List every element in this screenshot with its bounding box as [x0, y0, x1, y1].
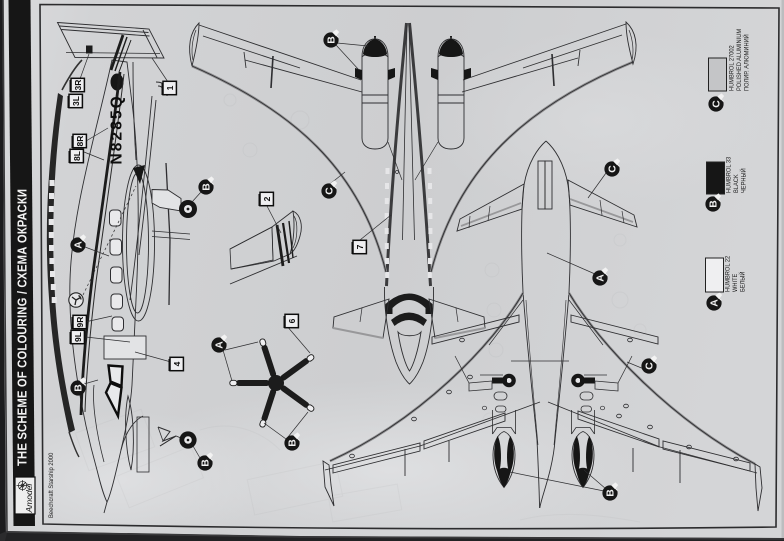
svg-text:C: C	[607, 165, 618, 173]
svg-text:6: 6	[287, 318, 297, 323]
svg-text:B: B	[73, 384, 84, 392]
svg-text:A: A	[595, 274, 606, 282]
svg-text:B: B	[605, 489, 616, 497]
svg-text:WHITE: WHITE	[732, 274, 740, 292]
svg-text:N8285Q: N8285Q	[109, 94, 126, 164]
svg-text:8R: 8R	[75, 136, 85, 147]
svg-text:POLISHED ALUMINIUM: POLISHED ALUMINIUM	[736, 29, 744, 91]
svg-text:4: 4	[172, 361, 182, 366]
svg-text:3R: 3R	[73, 80, 83, 91]
svg-text:B: B	[200, 459, 211, 467]
svg-text:8L: 8L	[72, 151, 82, 161]
svg-text:7: 7	[355, 244, 365, 249]
svg-text:BLACK: BLACK	[733, 174, 741, 193]
svg-text:9R: 9R	[75, 317, 85, 328]
svg-text:Amodel: Amodel	[24, 483, 34, 514]
svg-text:1: 1	[165, 85, 175, 90]
svg-text:9L: 9L	[73, 332, 83, 342]
svg-text:3L: 3L	[71, 96, 81, 106]
svg-text:HUMBROL 22: HUMBROL 22	[724, 255, 732, 292]
svg-text:HUMBROL 27002: HUMBROL 27002	[728, 45, 736, 91]
svg-text:HUMBROL 33: HUMBROL 33	[725, 156, 733, 193]
svg-text:2: 2	[262, 196, 272, 201]
svg-text:Beechcraft Starship 2000: Beechcraft Starship 2000	[48, 452, 55, 518]
svg-text:A: A	[709, 299, 720, 307]
svg-text:БЕЛЫЙ: БЕЛЫЙ	[737, 272, 747, 292]
svg-text:B: B	[326, 36, 337, 44]
svg-text:C: C	[324, 187, 335, 195]
svg-text:ПОЛИР. АЛЮМИНИЙ: ПОЛИР. АЛЮМИНИЙ	[741, 34, 751, 91]
svg-text:THE SCHEME OF COLOURING / СХЕМ: THE SCHEME OF COLOURING / СХЕМА ОКРАСКИ	[15, 189, 30, 466]
svg-text:A: A	[73, 241, 84, 249]
svg-text:C: C	[644, 362, 655, 370]
svg-text:A: A	[214, 341, 225, 349]
svg-text:B: B	[708, 200, 719, 208]
svg-text:C: C	[711, 100, 722, 108]
svg-text:ЧЕРНЫЙ: ЧЕРНЫЙ	[738, 168, 748, 193]
svg-text:B: B	[287, 439, 298, 447]
svg-text:B: B	[201, 183, 212, 191]
